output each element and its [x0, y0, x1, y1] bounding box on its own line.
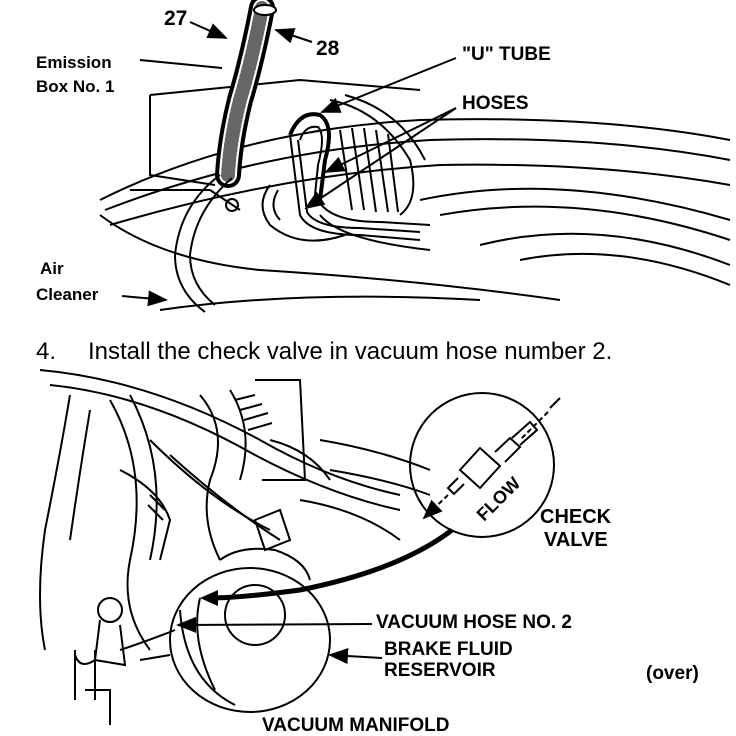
- vacuum-manifold-label: VACUUM MANIFOLD: [262, 715, 450, 736]
- air-cleaner-label-line2: Cleaner: [36, 285, 99, 304]
- step-number: 4.: [36, 338, 57, 365]
- check-valve-pointer: [209, 528, 454, 601]
- u-tube-label: "U" TUBE: [462, 44, 551, 65]
- top-engine-drawing: [99, 78, 731, 311]
- brake-fluid-label-line2: RESERVOIR: [384, 660, 496, 681]
- brake-fluid-reservoir: [169, 567, 331, 713]
- check-valve-inset: [409, 392, 561, 538]
- brake-fluid-label-line1: BRAKE FLUID: [384, 639, 513, 660]
- check-valve-label-line1: CHECK: [540, 506, 612, 528]
- bottom-leader-lines: [176, 616, 383, 665]
- callout-28: 28: [316, 37, 340, 60]
- check-valve-pointer-head: [200, 590, 218, 606]
- top-leader-lines: [121, 21, 457, 307]
- emission-box-label-line2: Box No. 1: [36, 77, 115, 96]
- air-cleaner-label-line1: Air: [40, 259, 64, 278]
- emission-hose: [173, 0, 277, 313]
- check-valve-label-line2: VALVE: [544, 529, 608, 551]
- step-text: Install the check valve in vacuum hose n…: [88, 338, 613, 365]
- hoses-label: HOSES: [462, 93, 529, 114]
- vacuum-hose-label: VACUUM HOSE NO. 2: [376, 612, 573, 633]
- bottom-engine-drawing: [39, 369, 431, 725]
- over-label: (over): [646, 663, 699, 684]
- emission-box-label-line1: Emission: [36, 53, 112, 72]
- callout-27: 27: [164, 7, 188, 30]
